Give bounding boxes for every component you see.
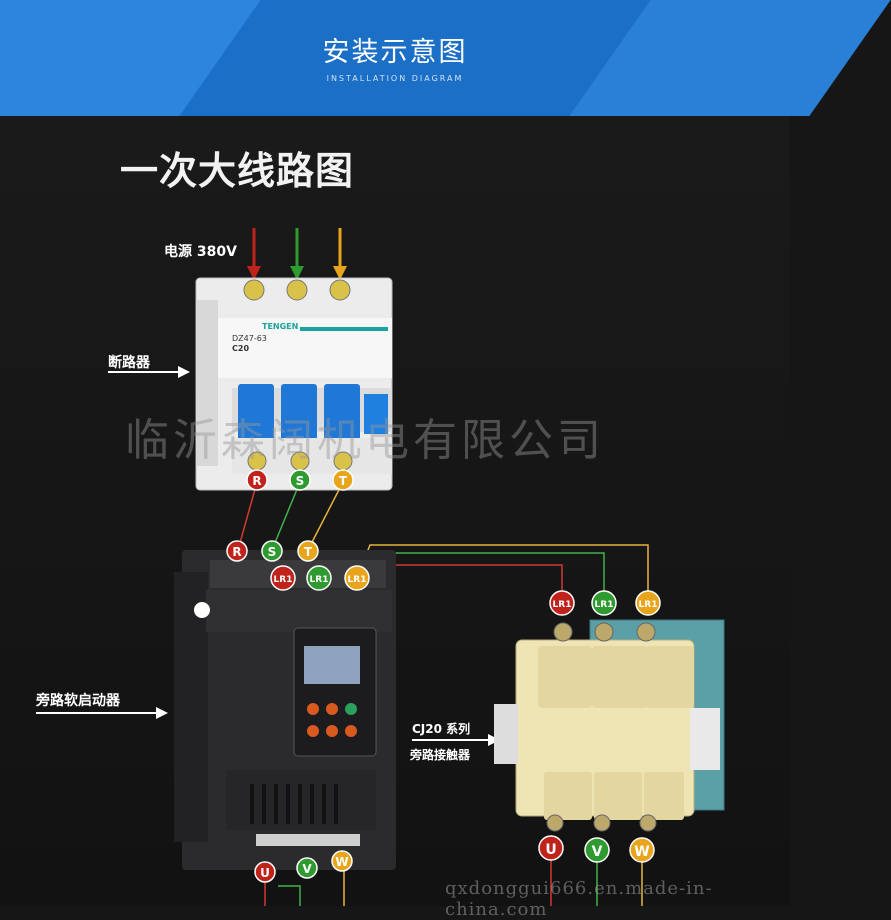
terminal-label: V [592,844,603,860]
breaker-brand: TENGEN [262,322,299,331]
breaker-model: DZ47-63 [232,334,267,343]
terminal-label: U [260,866,270,880]
circuit-breaker [195,277,393,491]
bypass-soft-starter [174,550,396,870]
wire-s [271,481,301,551]
terminal-label: R [232,545,241,559]
site-watermark: qxdonggui666.en.made-in-china.com [445,878,713,920]
terminal-lr1-yellow-starter: LR1 [344,565,370,591]
contactor-type-label: 旁路接触器 [410,748,471,762]
terminal-r-starter: R [226,540,248,562]
terminal-v-starter: V [296,857,318,879]
terminal-w-starter: W [331,850,353,872]
terminal-u-contactor: U [538,835,564,861]
terminal-lr1-green-starter: LR1 [306,565,332,591]
terminal-label: T [304,545,313,559]
terminal-label: T [339,474,348,488]
bypass-contactor [494,619,725,832]
terminal-label: V [302,862,312,876]
terminal-v-contactor: V [584,837,610,863]
wire-t [307,481,344,551]
starter-pointer-arrow [36,707,168,719]
terminal-label: R [252,474,261,488]
terminal-w-contactor: W [629,837,655,863]
terminal-u-starter: U [254,861,276,883]
terminal-s-starter: S [261,540,283,562]
starter-label: 旁路软启动器 [36,693,120,709]
terminal-lr1-green-contactor: LR1 [591,590,617,616]
terminal-label: LR1 [595,600,614,610]
terminal-label: LR1 [639,600,658,610]
terminal-lr1-yellow-contactor: LR1 [635,590,661,616]
terminal-label: LR1 [348,575,367,585]
terminal-lr1-red-contactor: LR1 [549,590,575,616]
breaker-rating: C20 [232,344,250,353]
terminal-label: S [268,545,277,559]
terminal-s-breaker: S [289,469,311,491]
power-label: 电源 380V [164,244,237,260]
supply-arrow-yellow [333,228,347,280]
company-watermark: 临沂森阔机电有限公司 [125,415,605,466]
terminal-label: U [545,842,556,858]
breaker-label: 断路器 [108,355,150,371]
terminal-label: LR1 [310,575,329,585]
terminal-label: S [296,474,305,488]
terminal-r-breaker: R [246,469,268,491]
supply-arrow-green [290,228,304,280]
wiring-diagram: R S T R S T LR1 LR1 LR1 LR1 LR1 LR1 U V … [36,228,725,906]
wire-r [237,481,258,551]
header-subtitle: INSTALLATION DIAGRAM [326,74,464,83]
terminal-label: W [634,844,649,860]
terminal-label: LR1 [553,600,572,610]
breaker-pointer-arrow [108,366,190,378]
header-title: 安装示意图 [322,37,468,68]
terminal-t-starter: T [297,540,319,562]
terminal-label: W [335,855,348,869]
header-banner: 安装示意图 INSTALLATION DIAGRAM [0,0,891,116]
diagram-title: 一次大线路图 [120,149,355,193]
terminal-label: LR1 [274,575,293,585]
terminal-lr1-red-starter: LR1 [270,565,296,591]
terminal-t-breaker: T [332,469,354,491]
supply-arrow-red [247,228,261,280]
contactor-series-label: CJ20 系列 [412,722,471,736]
wire-v-starter [278,885,301,906]
